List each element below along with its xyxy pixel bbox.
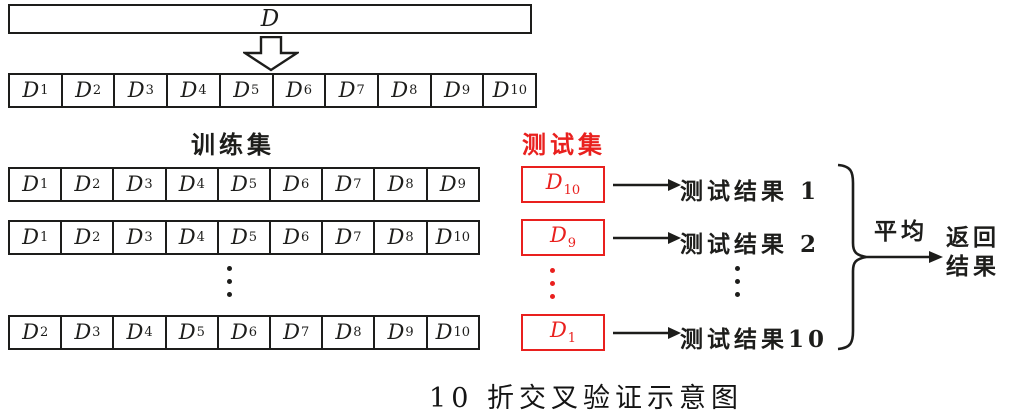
- dataset-box: D: [8, 4, 532, 34]
- fold1-test-label: D10: [545, 170, 581, 198]
- return-result-line1: 返回: [946, 224, 1000, 251]
- result-ellipsis-dots: [735, 266, 740, 297]
- fold2-result-arrow-icon: [613, 232, 681, 244]
- test-ellipsis-dots: [550, 268, 555, 299]
- fold2-test-label: D9: [549, 223, 577, 251]
- average-arrow-icon: [863, 251, 943, 263]
- split-down-arrow-icon: [243, 36, 299, 72]
- test-set-label: 测试集: [522, 130, 606, 159]
- fold10-result-label: 测试结果10: [680, 326, 829, 353]
- return-result-line2: 结果: [946, 253, 1000, 280]
- fold1-test-box: D10: [521, 166, 605, 203]
- train-ellipsis-dots: [227, 266, 232, 297]
- average-label: 平均: [874, 218, 928, 245]
- figure-caption: 10 折交叉验证示意图: [429, 383, 743, 414]
- fold2-test-box: D9: [521, 219, 605, 256]
- dataset-label: D: [260, 6, 280, 32]
- train-set-label: 训练集: [191, 130, 275, 159]
- fold1-result-arrow-icon: [613, 179, 681, 191]
- fold1-result-label: 测试结果 1: [680, 178, 821, 205]
- fold10-test-label: D1: [549, 318, 577, 346]
- fold10-result-arrow-icon: [613, 327, 681, 339]
- fold10-test-box: D1: [521, 314, 605, 351]
- return-result-label: 返回 结果: [946, 223, 1000, 281]
- fold2-result-label: 测试结果 2: [680, 231, 821, 258]
